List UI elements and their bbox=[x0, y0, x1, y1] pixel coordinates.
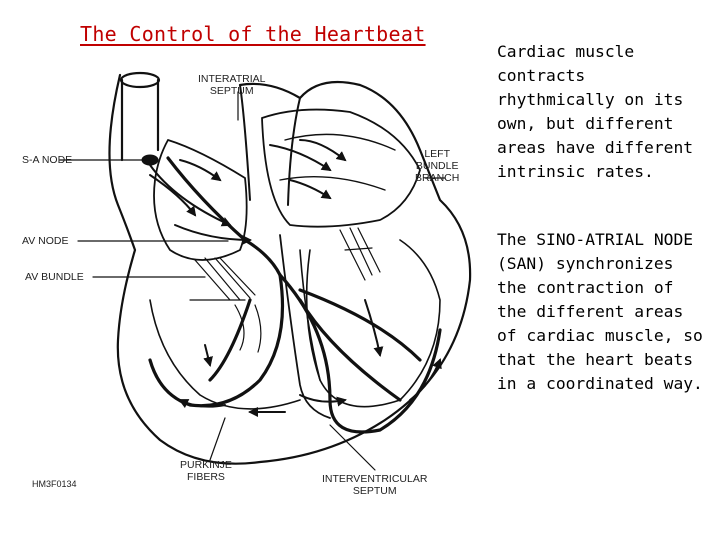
conduction-purkinje bbox=[208, 288, 422, 402]
intro-paragraph: Cardiac muscle contracts rhythmically on… bbox=[497, 42, 694, 181]
right-atrium bbox=[153, 139, 248, 261]
label-av-bundle: AV BUNDLE bbox=[25, 271, 84, 283]
conduction-right-branch bbox=[148, 273, 285, 408]
label-interatrial-septum: INTERATRIAL SEPTUM bbox=[198, 73, 266, 97]
conduction-av-bundle bbox=[166, 156, 282, 277]
label-sa-node: S-A NODE bbox=[22, 154, 73, 166]
heart-conduction-diagram bbox=[59, 71, 472, 471]
page-title: The Control of the Heartbeat bbox=[80, 22, 426, 46]
label-left-bundle-branch: LEFT BUNDLE BRANCH bbox=[415, 148, 460, 184]
conduction-left-branch bbox=[278, 273, 442, 434]
left-atrium bbox=[261, 108, 421, 228]
label-interventricular-septum: INTERVENTRICULAR SEPTUM bbox=[322, 473, 428, 497]
right-ventricle bbox=[149, 299, 301, 410]
label-av-node: AV NODE bbox=[22, 235, 69, 247]
figure-code: HM3F0134 bbox=[32, 479, 77, 489]
septum bbox=[279, 234, 331, 419]
heart-outline bbox=[108, 73, 472, 465]
vena-cava bbox=[120, 78, 160, 162]
san-paragraph: The SINO-ATRIAL NODE (SAN) synchronizes … bbox=[497, 230, 703, 393]
label-purkinje-fibers: PURKINJE FIBERS bbox=[180, 459, 232, 483]
